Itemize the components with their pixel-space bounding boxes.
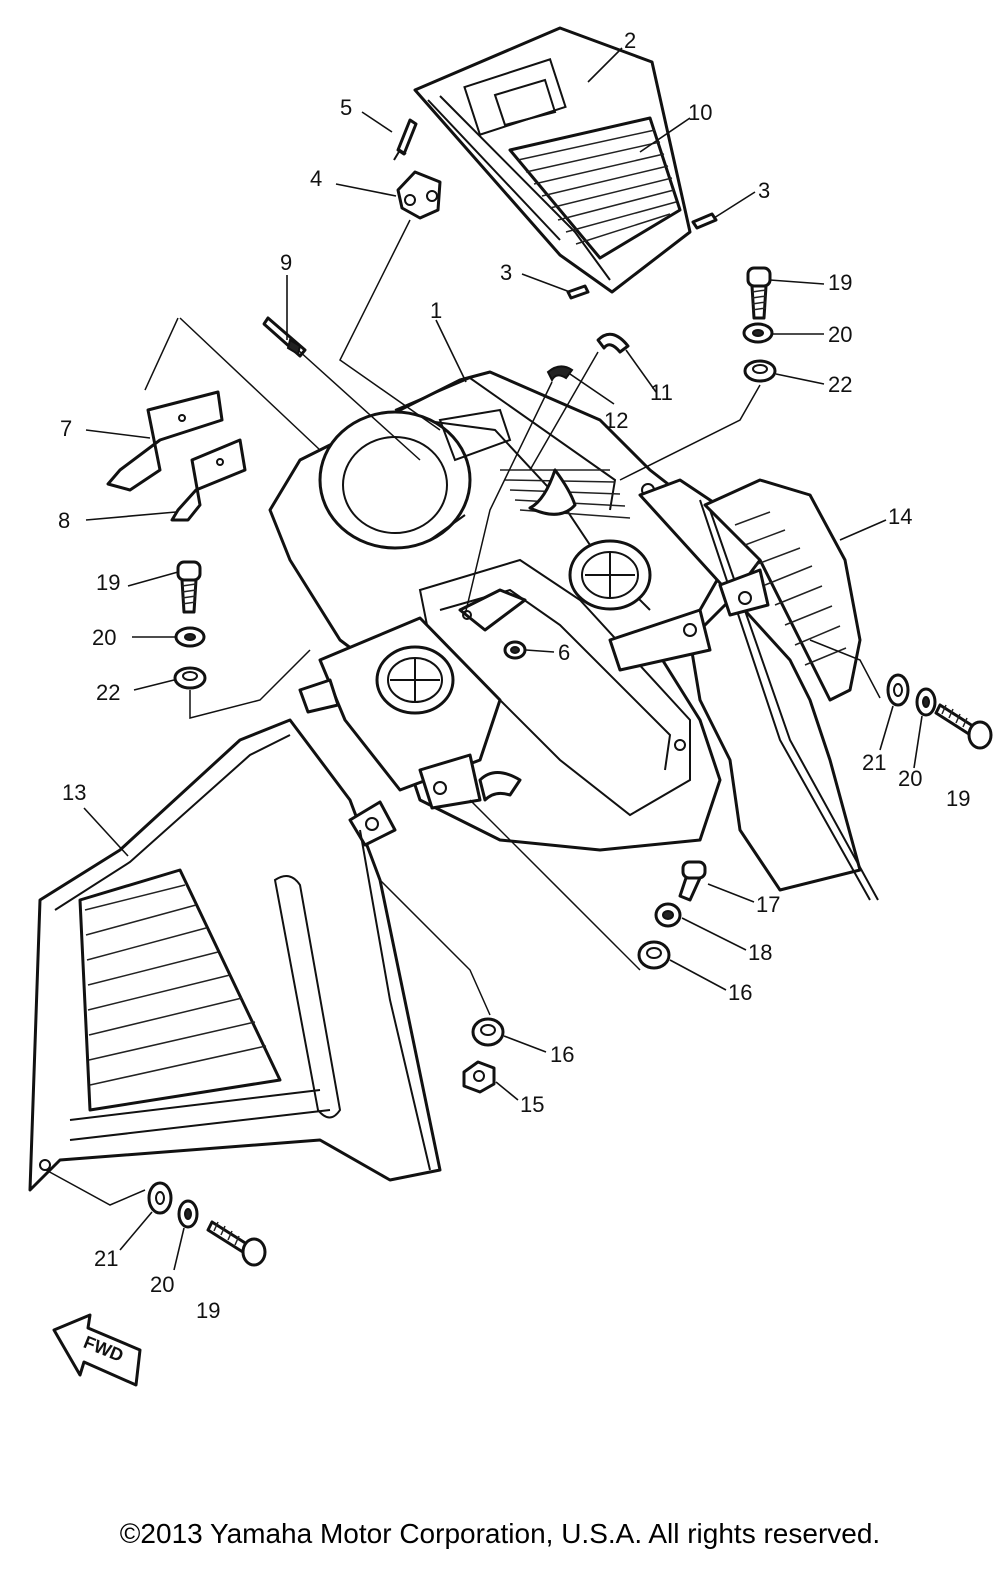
callout-10: 10	[688, 100, 712, 125]
alignment-lines	[45, 219, 881, 1206]
part-20-washer-right	[915, 687, 937, 717]
callout-20-left: 20	[92, 625, 116, 650]
callout-15: 15	[520, 1092, 544, 1117]
part-3-pin-lower	[566, 284, 590, 300]
callout-5: 5	[340, 95, 352, 120]
part-22-grommet-upper-right	[743, 359, 777, 383]
callout-22-left: 22	[96, 680, 120, 705]
callout-3-upper: 3	[758, 178, 770, 203]
part-11-clip	[596, 332, 630, 354]
part-16-grommet-center	[471, 1017, 505, 1047]
callout-3-lower: 3	[500, 260, 512, 285]
part-19-bolt-right	[934, 703, 993, 750]
callout-1: 1	[430, 298, 442, 323]
part-18-nut	[654, 902, 682, 928]
callout-7: 7	[60, 416, 72, 441]
part-21-washer-right	[886, 673, 910, 707]
callout-2: 2	[624, 28, 636, 53]
callout-4: 4	[310, 166, 322, 191]
callout-16-center: 16	[550, 1042, 574, 1067]
part-19-bolt-upper-right	[746, 266, 772, 320]
callout-8: 8	[58, 508, 70, 533]
callout-22-upper-right: 22	[828, 372, 852, 397]
part-10-top-grille	[508, 116, 682, 260]
part-4-bracket	[396, 170, 442, 220]
callout-labels: 2 10 5 4 3 3 9 19 20 22 1 11 12 7 8 14 1…	[58, 28, 970, 1323]
part-21-washer-lower	[147, 1181, 173, 1215]
part-7-bracket	[106, 390, 224, 492]
forward-direction-arrow: FWD	[52, 1313, 142, 1387]
part-6-nut	[503, 640, 527, 660]
part-20-washer-left	[174, 626, 206, 648]
callout-20-upper-right: 20	[828, 322, 852, 347]
callout-19-left: 19	[96, 570, 120, 595]
part-19-bolt-left	[176, 560, 202, 614]
callout-19-right: 19	[946, 786, 970, 811]
part-17-bolt	[678, 860, 707, 902]
callout-6: 6	[558, 640, 570, 665]
callout-20-right: 20	[898, 766, 922, 791]
part-22-grommet-left	[173, 666, 207, 690]
part-20-washer-upper-right	[742, 322, 774, 344]
callout-21-right: 21	[862, 750, 886, 775]
part-3-pin-upper	[691, 212, 718, 230]
callout-19-upper-right: 19	[828, 270, 852, 295]
leader-lines	[83, 47, 923, 1271]
part-1-main-body	[268, 370, 742, 852]
part-15-nut	[462, 1060, 496, 1094]
callout-13: 13	[62, 780, 86, 805]
part-9-rod	[262, 316, 307, 358]
callout-11: 11	[650, 380, 673, 405]
copyright-notice: ©2013 Yamaha Motor Corporation, U.S.A. A…	[119, 1518, 881, 1549]
callout-17: 17	[756, 892, 780, 917]
callout-18: 18	[748, 940, 772, 965]
callout-12: 12	[604, 408, 628, 433]
part-13-left-side-panel	[28, 718, 442, 1192]
callout-21-lower: 21	[94, 1246, 118, 1271]
part-12-clip	[546, 365, 574, 383]
callout-19-lower: 19	[196, 1298, 220, 1323]
part-8-bracket	[170, 438, 247, 522]
callout-20-lower: 20	[150, 1272, 174, 1297]
part-19-bolt-lower	[206, 1220, 267, 1267]
part-5-clip	[393, 118, 418, 161]
callout-14: 14	[888, 504, 912, 529]
callout-9: 9	[280, 250, 292, 275]
part-20-washer-lower	[177, 1199, 199, 1229]
callout-16-right: 16	[728, 980, 752, 1005]
part-16-grommet-right	[637, 940, 671, 970]
exploded-parts-diagram: FWD 2 10 5 4 3 3 9 19 20 22 1 11 12 7 8 …	[28, 26, 993, 1387]
